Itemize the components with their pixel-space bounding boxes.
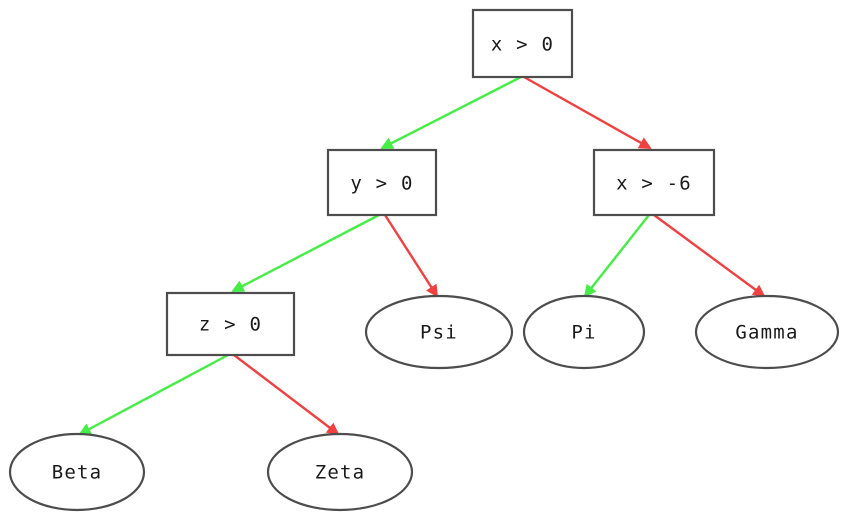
edge-z-false-to-zeta [233,354,340,436]
node-root[interactable]: x > 0 [471,8,574,79]
node-leaf-gamma[interactable]: Gamma [694,294,840,370]
node-decision-x6[interactable]: x > -6 [592,148,716,217]
node-leaf-beta-label: Beta [52,462,103,484]
node-leaf-pi[interactable]: Pi [522,294,646,370]
node-leaf-psi[interactable]: Psi [364,294,514,370]
edge-z-true-to-beta [78,353,229,436]
node-leaf-beta[interactable]: Beta [8,432,146,512]
edge-root-true-to-y [380,75,522,150]
node-leaf-psi-label: Psi [420,322,458,344]
node-leaf-gamma-label: Gamma [735,322,798,344]
nodes-layer: x > 0 y > 0 x > -6 z > 0 Psi Pi [8,8,840,512]
edge-y-true-to-z [231,213,380,293]
edge-root-false-to-x6 [523,75,652,150]
node-leaf-beta-ellipse[interactable] [8,432,146,512]
node-root-label: x > 0 [491,34,554,56]
node-leaf-zeta[interactable]: Zeta [266,432,414,512]
node-root-box[interactable] [471,8,574,79]
node-decision-y[interactable]: y > 0 [326,148,438,217]
node-decision-z-label: z > 0 [199,314,262,336]
node-decision-y-label: y > 0 [350,173,413,195]
node-leaf-pi-ellipse[interactable] [522,294,646,370]
node-decision-x6-label: x > -6 [616,173,692,195]
node-leaf-zeta-label: Zeta [315,462,366,484]
node-leaf-psi-ellipse[interactable] [364,294,514,370]
node-leaf-zeta-ellipse[interactable] [266,432,414,512]
edges-layer [78,75,766,436]
node-decision-z-box[interactable] [165,291,296,357]
node-decision-y-box[interactable] [326,148,438,217]
node-decision-x6-box[interactable] [592,148,716,217]
edge-x6-true-to-pi [583,214,650,298]
edge-y-false-to-psi [383,214,439,298]
node-decision-z[interactable]: z > 0 [165,291,296,357]
node-leaf-pi-label: Pi [571,322,596,344]
edge-x6-false-to-gamma [653,214,766,298]
node-leaf-gamma-ellipse[interactable] [694,294,840,370]
